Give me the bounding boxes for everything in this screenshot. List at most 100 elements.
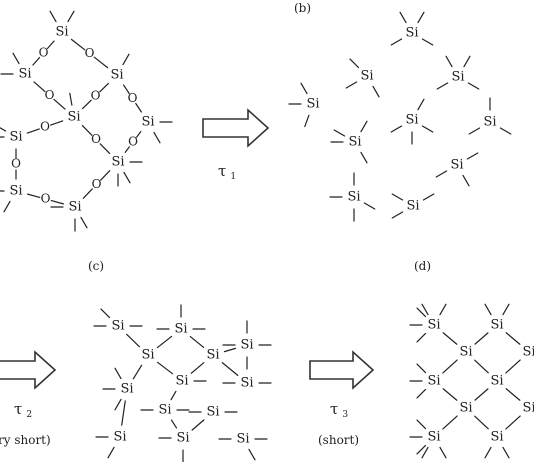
si-o-bond — [123, 84, 130, 95]
methyl-bond — [0, 127, 7, 132]
oxygen-atom: O — [11, 157, 21, 171]
si-o-bond — [26, 128, 40, 134]
methyl-bond — [391, 211, 404, 219]
methyl-bond — [69, 92, 73, 106]
methyl-bond — [421, 446, 429, 459]
si-si-bond — [505, 359, 521, 374]
si-si-bond — [223, 347, 237, 353]
methyl-bond — [484, 303, 492, 316]
methyl-bond — [390, 38, 403, 46]
arrow-1-symbol: τ — [218, 162, 226, 180]
methyl-bond — [349, 58, 360, 69]
silicon-atom: Si — [427, 430, 440, 445]
silicon-atom: Si — [111, 155, 124, 170]
methyl-bond — [345, 81, 358, 89]
silicon-atom: Si — [9, 184, 22, 199]
silicon-atom: Si — [522, 345, 534, 360]
silicon-atom: Si — [141, 115, 154, 130]
methyl-bond — [363, 202, 376, 210]
methyl-bond — [435, 170, 448, 178]
si-o-bond — [99, 82, 110, 93]
silicon-atom: Si — [490, 430, 503, 445]
si-o-bond — [136, 131, 142, 138]
methyl-bond — [153, 131, 161, 144]
si-si-bond — [442, 332, 458, 345]
methyl-bond — [300, 82, 308, 95]
arrow-3-subscript: 3 — [342, 410, 348, 420]
silicon-atom: Si — [348, 135, 361, 150]
oxygen-atom: O — [128, 135, 138, 149]
arrow-2-subscript: 2 — [26, 410, 32, 420]
si-si-bond — [505, 415, 521, 430]
silicon-atom: Si — [236, 432, 249, 447]
silicon-atom: Si — [158, 403, 171, 418]
methyl-bond — [360, 120, 368, 133]
methyl-bond — [360, 151, 368, 164]
si-si-bond — [156, 361, 174, 375]
silicon-atom: Si — [450, 158, 463, 173]
silicon-atom: Si — [347, 190, 360, 205]
methyl-bond — [107, 446, 115, 459]
methyl-bond — [417, 11, 425, 24]
methyl-bond — [468, 127, 481, 135]
methyl-bond — [416, 388, 427, 399]
silicon-atom: Si — [111, 319, 124, 334]
methyl-bond — [333, 129, 346, 137]
methyl-bond — [248, 448, 256, 461]
si-si-bond — [132, 364, 143, 380]
methyl-bond — [436, 82, 449, 90]
methyl-bond — [67, 10, 75, 23]
methyl-bond — [304, 114, 310, 128]
silicon-atom: Si — [360, 69, 373, 84]
oxygen-atom: O — [91, 89, 101, 103]
si-o-bond — [70, 38, 86, 51]
silicon-atom: Si — [306, 97, 319, 112]
silicon-atom: Si — [451, 70, 464, 85]
arrow-3-symbol: τ — [330, 400, 338, 418]
si-o-bond — [93, 56, 109, 69]
methyl-bond — [502, 446, 510, 459]
arrow-3-caption: (short) — [318, 433, 359, 447]
silicon-atom: Si — [459, 401, 472, 416]
si-o-bond — [82, 188, 93, 199]
methyl-bond — [416, 419, 427, 430]
methyl-bond — [416, 332, 427, 343]
methyl-bond — [463, 55, 471, 68]
methyl-bond — [499, 127, 512, 135]
si-o-bond — [46, 40, 55, 50]
si-o-bond — [81, 124, 93, 136]
arrow-2 — [0, 350, 57, 390]
si-si-bond — [505, 388, 521, 401]
si-si-bond — [442, 388, 458, 401]
oxygen-atom: O — [39, 46, 49, 60]
methyl-bond — [421, 38, 434, 46]
silicon-atom: Si — [427, 318, 440, 333]
si-si-bond — [442, 359, 458, 374]
si-si-bond — [474, 359, 489, 374]
si-si-bond — [505, 332, 521, 345]
si-o-bond — [100, 170, 111, 181]
oxygen-atom: O — [41, 192, 51, 206]
methyl-bond — [416, 363, 427, 374]
si-o-bond — [33, 81, 46, 93]
si-si-bond — [189, 335, 205, 349]
methyl-bond — [439, 446, 447, 459]
si-o-bond — [124, 146, 130, 153]
silicon-atom: Si — [141, 348, 154, 363]
methyl-bond — [445, 55, 453, 68]
oxygen-atom: O — [85, 46, 95, 60]
silicon-atom: Si — [67, 110, 80, 125]
methyl-bond — [114, 398, 122, 411]
panel-label-d: (d) — [414, 259, 431, 273]
oxygen-atom: O — [92, 177, 102, 191]
silicon-atom: Si — [110, 68, 123, 83]
silicon-atom: Si — [18, 67, 31, 82]
panel-label-c: (c) — [88, 259, 104, 273]
si-o-bond — [53, 98, 66, 110]
methyl-bond — [399, 11, 407, 24]
